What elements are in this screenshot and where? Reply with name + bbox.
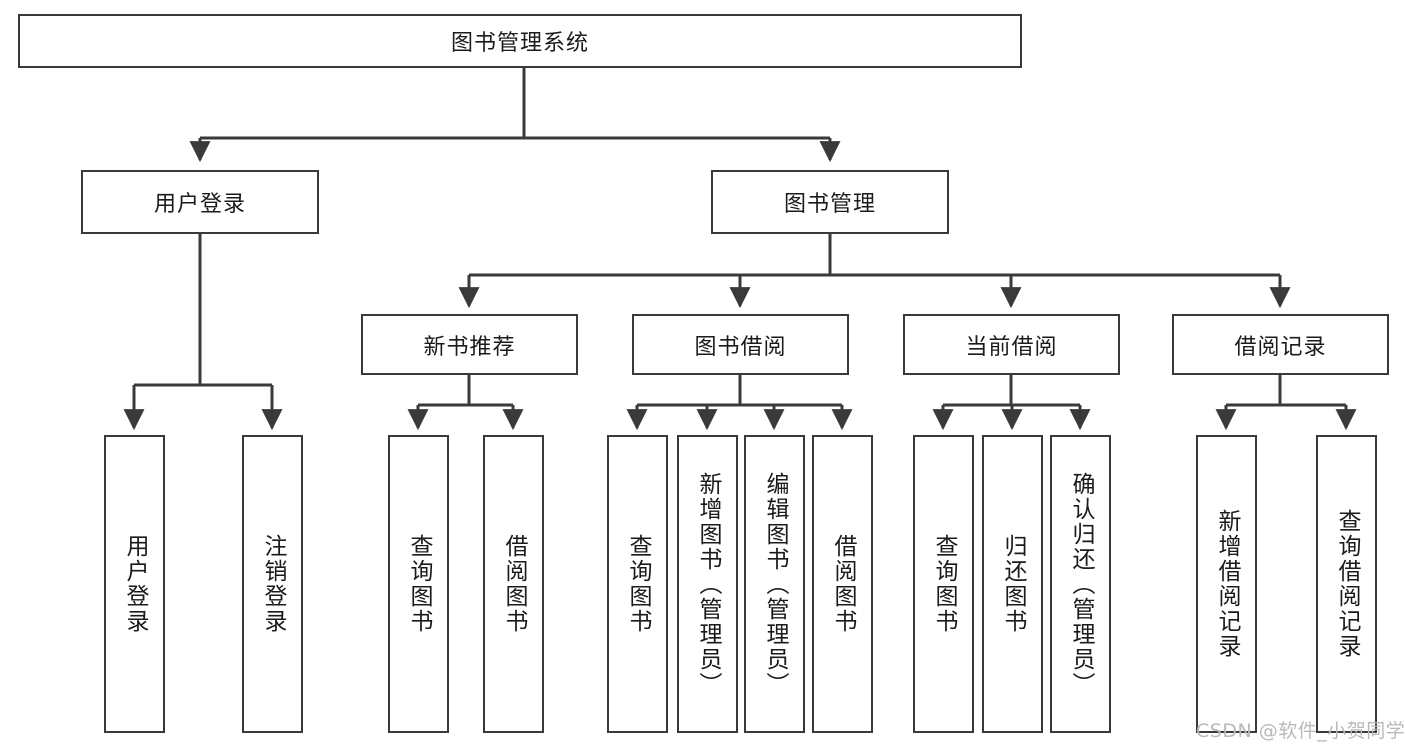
node-leaf-1[interactable]: 注销登录 [242, 435, 303, 733]
node-leaf-8[interactable]: 查询图书 [913, 435, 974, 733]
node-leaf-4[interactable]: 查询图书 [607, 435, 668, 733]
node-leaf-11[interactable]: 新增借阅记录 [1196, 435, 1257, 733]
node-level2-0[interactable]: 用户登录 [81, 170, 319, 234]
node-level3-1[interactable]: 图书借阅 [632, 314, 849, 375]
node-level2-1[interactable]: 图书管理 [711, 170, 949, 234]
node-leaf-2[interactable]: 查询图书 [388, 435, 449, 733]
node-leaf-7[interactable]: 借阅图书 [812, 435, 873, 733]
node-leaf-9[interactable]: 归还图书 [982, 435, 1043, 733]
node-leaf-3[interactable]: 借阅图书 [483, 435, 544, 733]
node-level3-0[interactable]: 新书推荐 [361, 314, 578, 375]
node-leaf-12[interactable]: 查询借阅记录 [1316, 435, 1377, 733]
node-root[interactable]: 图书管理系统 [18, 14, 1022, 68]
csdn-watermark: CSDN @软件_小贺同学 [1196, 720, 1405, 742]
node-level3-2[interactable]: 当前借阅 [903, 314, 1120, 375]
node-leaf-0[interactable]: 用户登录 [104, 435, 165, 733]
node-leaf-10[interactable]: 确认归还（管理员） [1050, 435, 1111, 733]
node-leaf-6[interactable]: 编辑图书（管理员） [744, 435, 805, 733]
node-leaf-5[interactable]: 新增图书（管理员） [677, 435, 738, 733]
node-level3-3[interactable]: 借阅记录 [1172, 314, 1389, 375]
